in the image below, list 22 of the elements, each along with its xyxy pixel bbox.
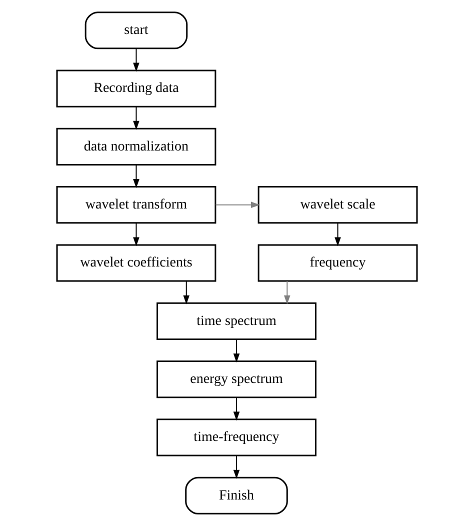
arrow bbox=[233, 456, 240, 479]
node-box: frequency bbox=[258, 244, 418, 282]
node-box: wavelet transform bbox=[56, 186, 216, 224]
arrow bbox=[216, 202, 260, 208]
node-box: start bbox=[84, 12, 188, 50]
node-box: energy spectrum bbox=[156, 360, 316, 398]
arrow bbox=[233, 339, 240, 363]
arrow bbox=[133, 106, 140, 130]
node-box: Finish bbox=[185, 476, 288, 514]
arrow bbox=[233, 397, 240, 421]
node-box: data normalization bbox=[56, 128, 216, 166]
arrow bbox=[133, 164, 140, 188]
arrow bbox=[133, 222, 140, 246]
arrow bbox=[133, 48, 140, 72]
node-box: time-frequency bbox=[156, 418, 316, 456]
node-box: wavelet scale bbox=[258, 186, 418, 224]
node-box: time spectrum bbox=[156, 302, 316, 340]
arrow bbox=[183, 281, 190, 304]
arrow bbox=[284, 281, 290, 304]
arrow bbox=[334, 222, 341, 246]
node-box: Recording data bbox=[56, 70, 216, 108]
node-box: wavelet coefficients bbox=[56, 244, 216, 282]
